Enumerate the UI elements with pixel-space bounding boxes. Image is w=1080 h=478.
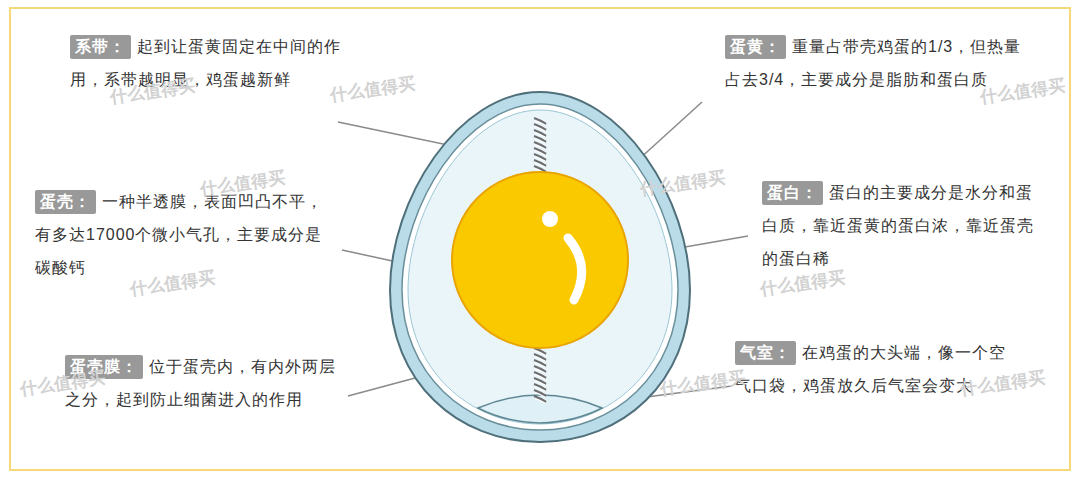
rope-twist <box>534 366 546 372</box>
rope-twist <box>534 154 546 160</box>
watermark: 什么值得买 <box>329 72 416 107</box>
yolk <box>452 172 628 348</box>
rope-twist <box>535 399 545 403</box>
egg-shell <box>390 92 690 442</box>
rope-twist <box>534 378 546 384</box>
callout-box: 蛋壳膜：位于蛋壳内，有内外两层之分，起到防止细菌进入的作用 <box>65 350 345 416</box>
part-name: 蛋白： <box>762 181 823 205</box>
rope-twist <box>534 360 546 366</box>
watermark: 什么值得买 <box>129 266 216 301</box>
air-cell <box>478 395 602 423</box>
part-name: 系带： <box>70 35 131 59</box>
rope-twist <box>534 384 546 390</box>
callout-box: 蛋白：蛋白的主要成分是水分和蛋白质，靠近蛋黄的蛋白浓，靠近蛋壳的蛋白稀 <box>762 176 1047 275</box>
rope-twist <box>534 118 546 124</box>
yolk-highlight <box>542 211 558 227</box>
shell-membrane <box>402 104 678 430</box>
watermark: 什么值得买 <box>959 366 1046 401</box>
watermark: 什么值得买 <box>979 74 1066 109</box>
rope-twist <box>534 354 546 360</box>
watermark: 什么值得买 <box>639 166 726 201</box>
rope-twist <box>534 396 546 402</box>
rope-twist <box>534 142 546 148</box>
rope-twist <box>534 148 546 154</box>
part-name: 蛋黄： <box>725 35 786 59</box>
watermark: 什么值得买 <box>759 266 846 301</box>
rope-twist <box>534 136 546 142</box>
yolk-highlight <box>568 238 582 300</box>
rope-twist <box>534 124 546 130</box>
rope-twist <box>534 130 546 136</box>
egg-white <box>408 110 672 424</box>
rope-twist <box>534 390 546 396</box>
frame <box>10 8 1070 470</box>
rope-twist <box>534 160 546 166</box>
part-name: 蛋壳： <box>35 190 96 214</box>
part-name: 气室： <box>735 341 796 365</box>
rope-twist <box>534 372 546 378</box>
watermark: 什么值得买 <box>659 366 746 401</box>
